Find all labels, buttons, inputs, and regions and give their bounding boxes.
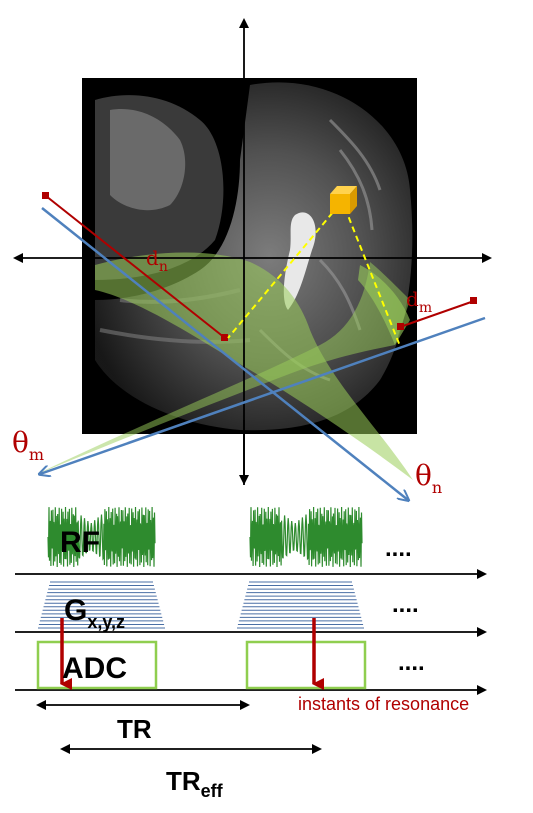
projection-lines xyxy=(227,204,401,347)
label-tr-eff: TReff xyxy=(166,766,224,801)
rf-waveforms xyxy=(47,506,363,568)
gradient-block-2 xyxy=(237,581,364,629)
label-theta-m: θm xyxy=(12,426,44,464)
adc-box-2 xyxy=(245,640,367,690)
distance-dm-line xyxy=(399,300,475,328)
distance-dn-line xyxy=(45,195,226,339)
continuation-rf: .... xyxy=(385,535,412,562)
label-adc: ADC xyxy=(62,652,127,685)
timelines xyxy=(15,569,487,695)
label-dn: dn xyxy=(146,246,168,275)
label-rf: RF xyxy=(60,526,100,559)
voxel-cube-icon xyxy=(330,186,357,214)
distance-dm-end xyxy=(470,297,477,304)
distance-dn-start xyxy=(42,192,49,199)
axes xyxy=(13,18,492,485)
gradient-block-1 xyxy=(38,581,165,629)
label-gradient: Gx,y,z xyxy=(64,594,125,632)
continuation-gradient: .... xyxy=(392,591,419,618)
label-dm: dm xyxy=(406,287,432,316)
slice-lines xyxy=(40,207,486,500)
continuation-adc: .... xyxy=(398,649,425,676)
adc-box-1 xyxy=(36,640,158,690)
projection-m xyxy=(344,207,401,347)
slice-line-n xyxy=(41,207,408,500)
distance-dn-end xyxy=(221,334,228,341)
instants-of-resonance-label: instants of resonance xyxy=(298,694,469,714)
rf-waveform-2 xyxy=(249,506,363,568)
distance-dm-start xyxy=(397,323,404,330)
label-theta-n: θn xyxy=(415,459,442,497)
label-tr: TR xyxy=(117,714,152,744)
slice-line-m xyxy=(40,316,486,474)
projection-n xyxy=(227,204,340,339)
rf-waveform-1 xyxy=(47,506,156,568)
distance-markers xyxy=(42,192,477,341)
